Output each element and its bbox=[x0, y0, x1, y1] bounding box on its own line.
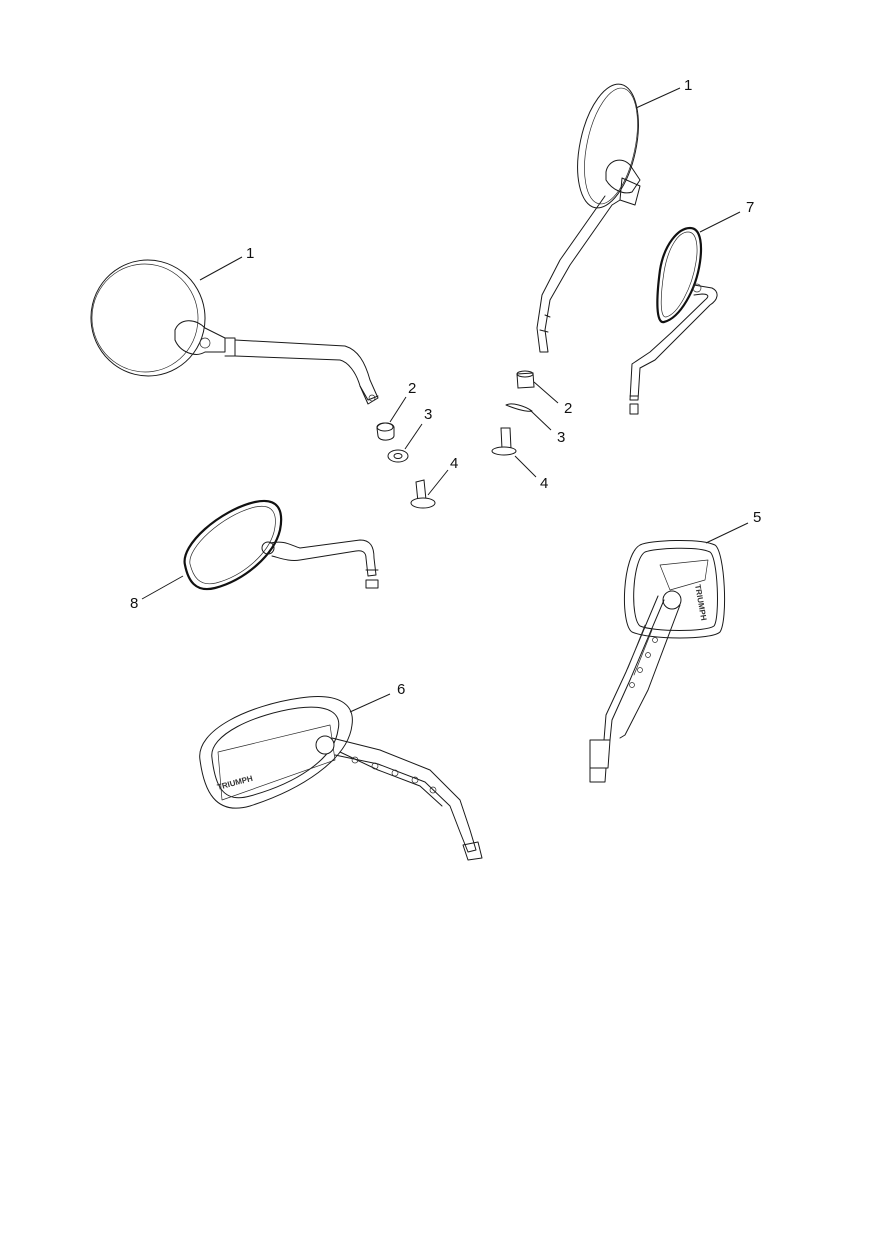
rect-mirror-5: TRIUMPH bbox=[589, 539, 726, 783]
callout-8: 8 bbox=[130, 595, 138, 612]
callout-7: 7 bbox=[746, 199, 754, 216]
nut-right bbox=[516, 370, 535, 389]
callout-2-right: 2 bbox=[564, 400, 572, 417]
nut-left bbox=[376, 422, 395, 441]
leader-lines bbox=[141, 87, 749, 713]
teardrop-mirror bbox=[629, 226, 718, 415]
oval-mirror-8 bbox=[183, 499, 379, 591]
bolt-left bbox=[410, 479, 436, 509]
callout-4-right: 4 bbox=[540, 475, 548, 492]
bolt-right bbox=[491, 427, 517, 456]
callout-1-left: 1 bbox=[246, 245, 254, 262]
callout-6: 6 bbox=[397, 681, 405, 698]
round-mirror-left bbox=[90, 259, 379, 405]
washer-right bbox=[505, 403, 533, 412]
callout-5: 5 bbox=[753, 509, 761, 526]
brand-mark-5: TRIUMPH bbox=[693, 584, 708, 622]
oval-mirror-6: TRIUMPH bbox=[199, 696, 483, 861]
brand-mark-6: TRIUMPH bbox=[216, 774, 254, 792]
round-mirror-right bbox=[536, 83, 641, 353]
callout-3-right: 3 bbox=[557, 429, 565, 446]
callout-4-left: 4 bbox=[450, 455, 458, 472]
washer-left bbox=[387, 449, 409, 463]
callout-2-left: 2 bbox=[408, 380, 416, 397]
callout-3-left: 3 bbox=[424, 406, 432, 423]
callout-labels: 1 1 2 2 3 3 4 4 5 6 7 8 bbox=[130, 77, 761, 698]
callout-1-right: 1 bbox=[684, 77, 692, 94]
